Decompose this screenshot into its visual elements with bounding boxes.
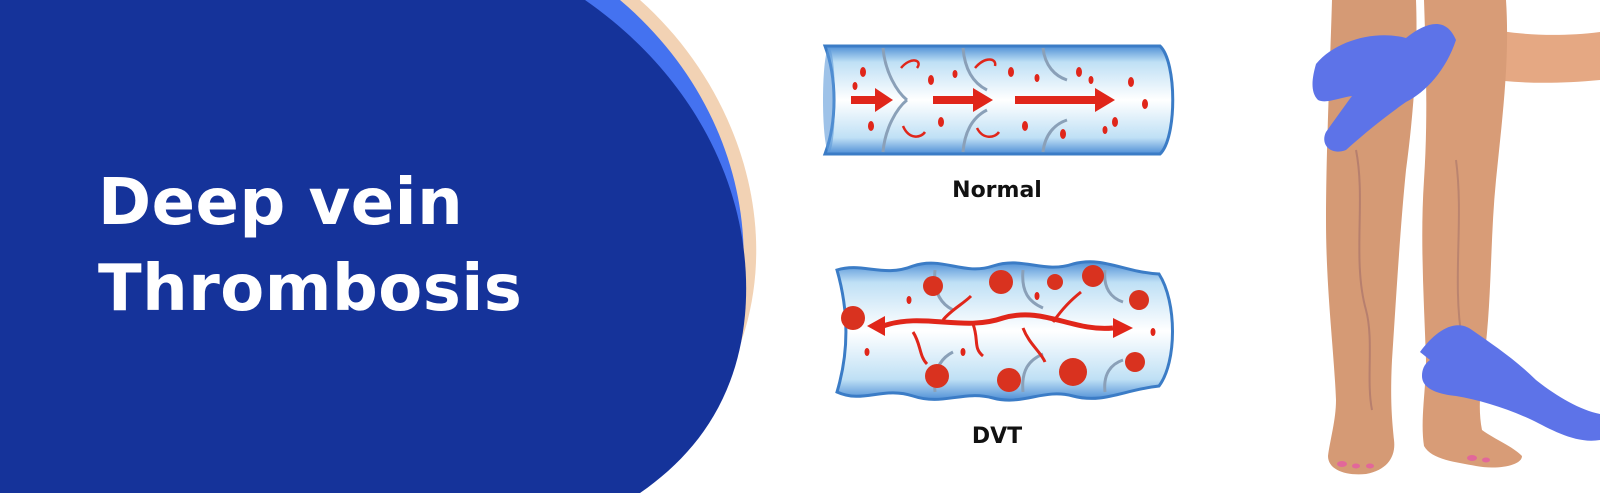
dvt-caption: DVT: [971, 424, 1023, 449]
legs-photo: [1312, 0, 1600, 475]
page-title: Deep vein Thrombosis: [98, 160, 522, 332]
navy-panel: [0, 0, 747, 493]
title-line-2: Thrombosis: [98, 252, 523, 326]
dvt-vein-illustration: [835, 260, 1174, 402]
title-line-1: Deep vein: [98, 166, 464, 240]
normal-vein-illustration: [822, 44, 1175, 156]
normal-caption: Normal: [952, 178, 1042, 203]
